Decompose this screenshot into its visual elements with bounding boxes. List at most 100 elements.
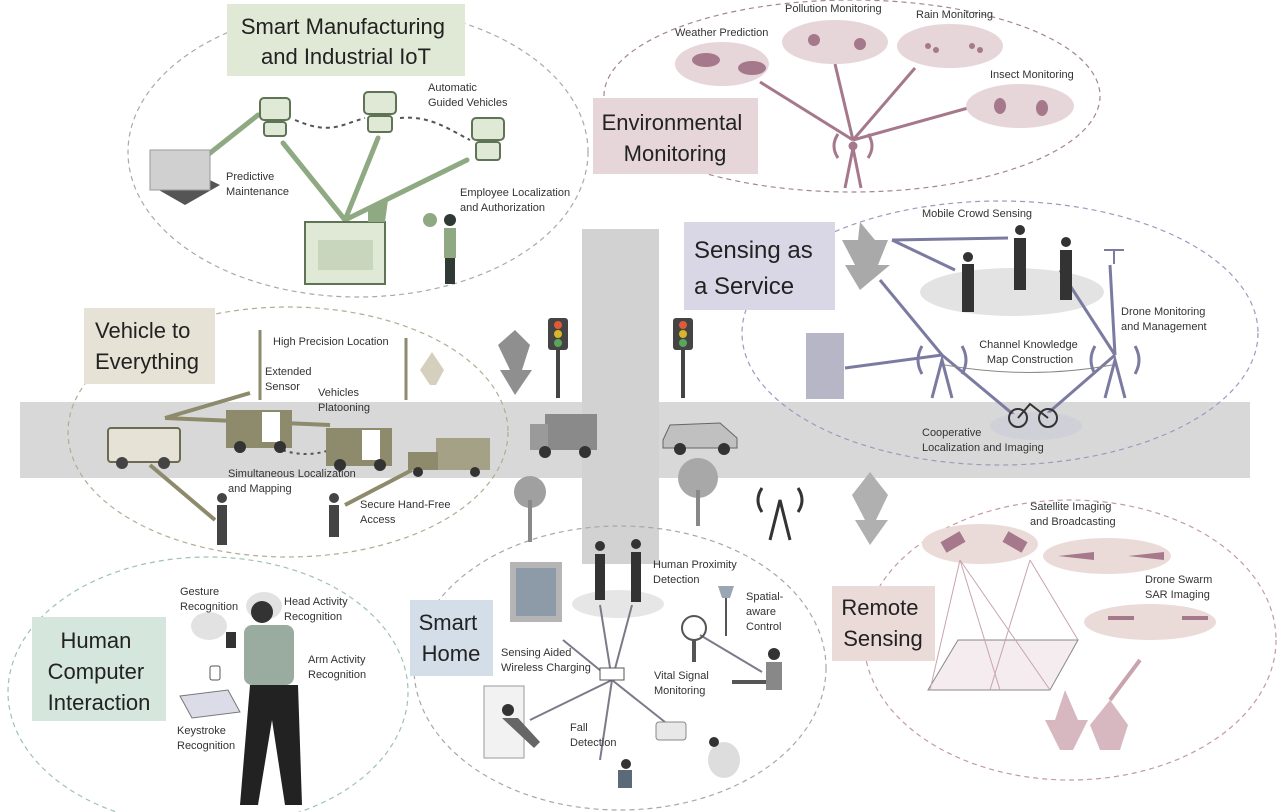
proximity-label: Human Proximity Detection [653,559,740,586]
sar-label: Drone Swarm SAR Imaging [1145,574,1215,601]
imaging-beams [929,559,1079,691]
smartwatch-icon [209,665,221,681]
person-icon [595,541,605,600]
arrow-icon [1108,658,1142,702]
v2x-title: Vehicle to Everything [95,318,199,374]
radio-tower-icon [832,133,874,189]
v2x-title-line2: Everything [95,349,199,374]
person-icon [631,539,641,602]
environmental-title-line2: Monitoring [624,141,727,166]
sensing-links [844,236,1117,422]
radio-tower-icon [1089,345,1141,399]
sensing-region [741,200,1259,466]
charging-label: Sensing Aided Wireless Charging [501,647,591,674]
hci-title-box [32,617,166,721]
insect-label: Insect Monitoring [990,69,1074,81]
vital-label: Vital Signal Monitoring [654,670,712,697]
platoon-label: Vehicles Platooning [318,387,370,414]
tree-icon [498,330,532,395]
truck-icon [530,414,597,458]
plane-icon [1058,552,1164,560]
keystroke-label: Keystroke Recognition [177,725,235,752]
v2x-title-line1: Vehicle to [95,318,190,343]
truck-icon [326,428,392,471]
weather-bubble [675,42,769,86]
person-icon [329,493,339,537]
insect-bubble [966,84,1074,128]
environmental-title-box [593,98,758,174]
spatial-label: Spatial- aware Control [746,591,786,633]
ext-label: Extended Sensor [265,366,315,393]
car-icon [662,422,738,455]
sensing-title: Sensing as a Service [694,237,819,300]
manufacturing-title-box [227,4,465,76]
falling-person-icon [618,759,632,788]
tree-icon [678,458,718,526]
bicycle-ground [990,412,1082,440]
sun-icon [808,34,866,50]
robot-icon [363,91,397,133]
sensing-title-line1: Sensing as [694,237,813,264]
slam-dotted-path [269,444,331,455]
channel-arc [944,364,1113,373]
person-icon [240,601,302,805]
remote-title-box [832,586,935,661]
remote-region [863,499,1277,781]
rain-icon [925,43,983,53]
tree-icon [852,472,888,545]
drone-label: Drone Monitoring and Management [1121,306,1208,333]
heart-monitor-icon [655,721,687,741]
van-icon [107,427,181,469]
lamp-icon [718,586,734,636]
location-pin-icon [423,213,437,227]
agv-label: Automatic Guided Vehicles [428,82,508,109]
cloud-icon [692,53,766,75]
v2x-region [67,306,509,558]
traffic-light-icon [673,318,693,398]
environmental-region [603,0,1101,193]
channel-label: Channel Knowledge Map Construction [979,339,1081,366]
proximity-ground [572,590,664,618]
hci-title-line2: Computer [48,659,145,684]
remote-title-line1: Remote [841,595,918,620]
weather-label: Weather Prediction [675,27,768,39]
sensing-title-box [684,222,835,310]
remote-title: Remote Sensing [841,595,924,651]
bug-icon [994,98,1048,116]
employee-person-icon [444,214,456,284]
person-icon [1060,237,1072,300]
hpl-label: High Precision Location [273,336,389,348]
sensing-title-line2: a Service [694,273,794,300]
rain-label: Rain Monitoring [916,9,993,21]
head-label: Head Activity Recognition [284,596,351,623]
person-icon [502,704,540,748]
cargo-truck-icon [408,438,490,477]
secure-label: Secure Hand-Free Access [360,499,454,526]
drone-bubble [1084,604,1216,640]
predictive-label: Predictive Maintenance [226,171,289,198]
coop-label: Cooperative Localization and Imaging [922,427,1044,454]
fall-label: Fall Detection [570,722,616,749]
drone-icon [1104,249,1124,264]
v2x-title-box [84,308,215,384]
person-icon [962,252,974,312]
truck-icon [226,410,292,453]
slam-label: Simultaneous Localization and Mapping [228,468,359,495]
desk-person-icon [732,648,782,690]
arm-label: Arm Activity Recognition [308,654,369,681]
environmental-title-line1: Environmental [602,110,743,135]
person-icon [217,493,227,545]
pollution-label: Pollution Monitoring [785,3,882,15]
home-title-line1: Smart [419,610,478,635]
gesture-bubble [191,612,227,640]
satellite-icon [940,531,1028,553]
building-icon [806,333,844,399]
person-icon [1014,225,1026,290]
manufacturing-title: Smart Manufacturing and Industrial IoT [241,14,451,69]
home-title-box [410,600,493,676]
hci-title-line3: Interaction [48,690,151,715]
hci-title: Human Computer Interaction [48,628,151,715]
remote-title-line2: Sensing [843,626,923,651]
storage-rack-icon [149,149,220,205]
